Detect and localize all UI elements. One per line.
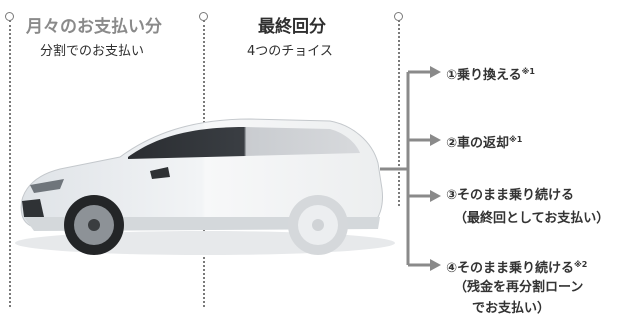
- option-3-label: ③そのまま乗り続ける: [446, 188, 575, 203]
- option-4-detail-line-2: でお支払い）: [472, 301, 551, 316]
- option-4-label: ④そのまま乗り続ける: [446, 261, 575, 276]
- monthly-payment-title: 月々のお支払い分: [26, 17, 162, 37]
- option-3-detail: （最終回としてお支払い）: [454, 211, 610, 226]
- right-divider: [398, 20, 400, 206]
- arrow-right-icon: [430, 134, 441, 146]
- suv-car-icon: [15, 118, 395, 255]
- option-2-note: ※1: [509, 135, 523, 144]
- arrow-right-icon: [430, 259, 441, 271]
- option-1: ①乗り換える※1: [446, 63, 535, 85]
- arrow-right-icon: [430, 66, 441, 78]
- arrow-right-icon: [430, 190, 441, 202]
- circle-marker-icon: [5, 12, 14, 21]
- final-payment-title: 最終回分: [258, 17, 326, 37]
- final-payment-subtitle: 4つのチョイス: [247, 44, 333, 59]
- option-2: ②車の返却※1: [446, 131, 522, 153]
- circle-marker-icon: [394, 12, 403, 21]
- option-4-note: ※2: [574, 260, 588, 269]
- option-3: ③そのまま乗り続ける: [446, 187, 574, 205]
- option-2-label: ②車の返却: [446, 136, 510, 151]
- circle-marker-icon: [199, 12, 208, 21]
- left-divider: [9, 20, 11, 307]
- option-1-note: ※1: [521, 67, 535, 76]
- option-1-label: ①乗り換える: [446, 68, 522, 83]
- option-4: ④そのまま乗り続ける※2: [446, 256, 587, 278]
- option-4-detail-line-1: （残金を再分割ローン: [454, 280, 584, 295]
- monthly-payment-subtitle: 分割でのお支払い: [40, 44, 145, 59]
